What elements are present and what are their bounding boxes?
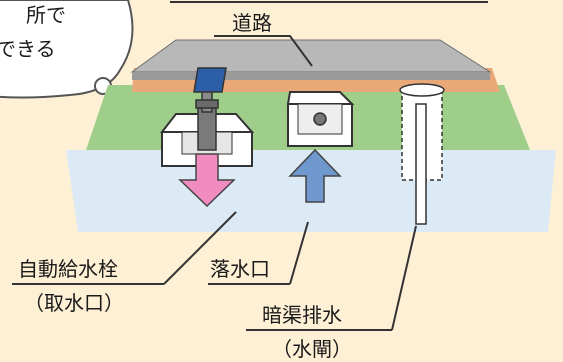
hydrant-ring xyxy=(195,99,219,109)
drain-column-top xyxy=(399,83,445,97)
drain-label-group: 暗渠排水 （水閘） xyxy=(246,225,417,361)
hydrant-valve xyxy=(159,67,255,208)
road-edge xyxy=(132,72,490,80)
drain-stem xyxy=(415,103,427,225)
road-label: 道路 xyxy=(232,11,272,35)
hydrant-label-line2: （取水口） xyxy=(24,291,124,315)
hydrant-cap xyxy=(193,67,227,93)
drain-label-line2: （水閘） xyxy=(272,337,352,361)
road-surface xyxy=(130,39,492,73)
hydrant-label-line1: 自動給水栓 xyxy=(18,257,118,281)
drain-pipe xyxy=(399,83,445,225)
bubble-text-1: 所で xyxy=(26,3,66,27)
thought-bubble: 所で できる xyxy=(0,0,134,101)
hydrant-label-group: 自動給水栓 （取水口） xyxy=(12,211,237,315)
hydrant-leader xyxy=(163,211,237,285)
inlet-inflow-arrow xyxy=(288,148,342,203)
road-label-group: 道路 xyxy=(170,1,488,67)
drain-leader xyxy=(391,225,417,331)
inlet-pipe-opening xyxy=(313,112,327,126)
inlet-label: 落水口 xyxy=(210,257,270,281)
inlet-label-group: 落水口 xyxy=(208,221,309,285)
bubble-text-2: できる xyxy=(0,37,56,61)
inlet-box-top xyxy=(286,91,355,105)
drain-label-line1: 暗渠排水 xyxy=(262,303,342,327)
hydrant-pipe-lower xyxy=(197,107,217,151)
inlet-leader xyxy=(289,221,309,285)
water-inlet-box xyxy=(286,91,355,203)
hydrant-outflow-arrow xyxy=(178,153,236,208)
road-leader xyxy=(214,35,313,67)
